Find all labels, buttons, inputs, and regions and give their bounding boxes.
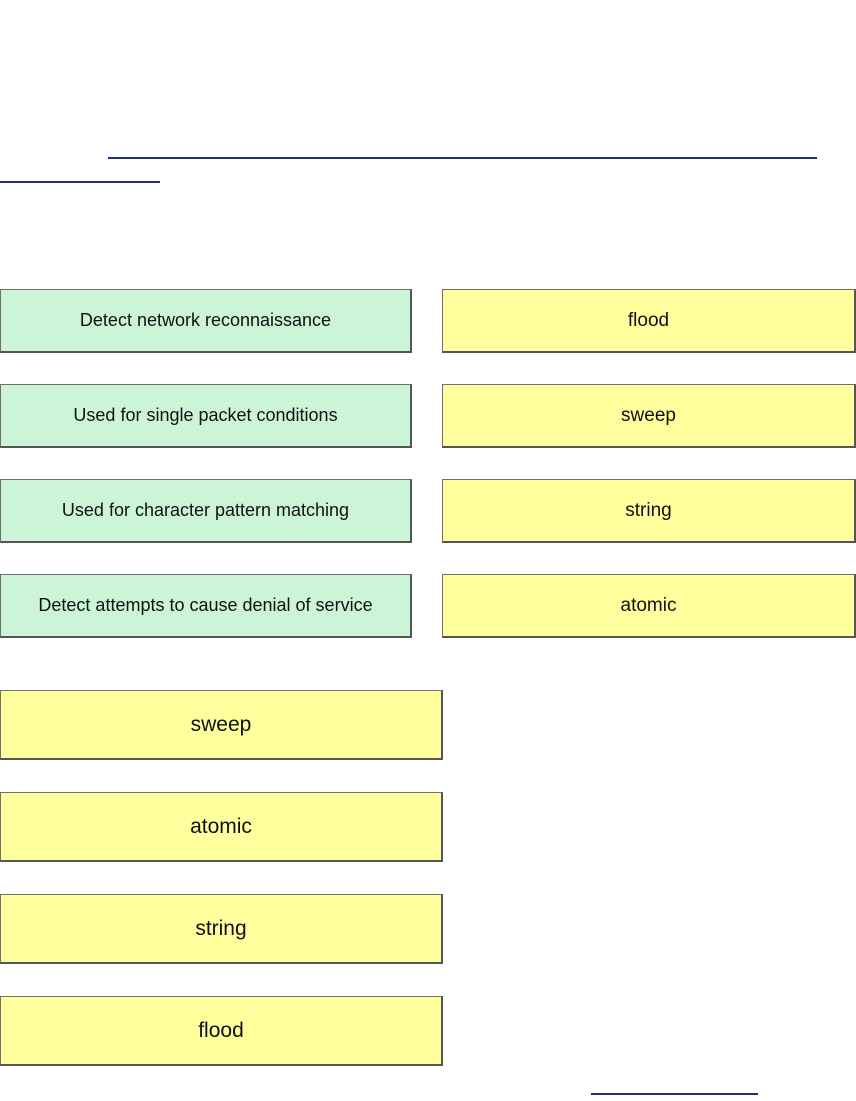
description-box[interactable]: Detect network reconnaissance: [0, 289, 412, 353]
description-box[interactable]: Used for character pattern matching: [0, 479, 412, 543]
answer-box[interactable]: atomic: [0, 792, 443, 862]
description-label: Used for single packet conditions: [73, 405, 338, 425]
description-box[interactable]: Used for single packet conditions: [0, 384, 412, 448]
term-box[interactable]: string: [442, 479, 856, 543]
bottom-link-underline[interactable]: [591, 1093, 758, 1095]
answer-label: flood: [198, 1018, 244, 1042]
top-link-underline[interactable]: [108, 157, 817, 159]
term-box[interactable]: atomic: [442, 574, 856, 638]
term-box[interactable]: sweep: [442, 384, 856, 448]
answer-box[interactable]: sweep: [0, 690, 443, 760]
description-label: Used for character pattern matching: [61, 500, 350, 520]
description-label: Detect attempts to cause denial of servi…: [38, 595, 373, 615]
term-label: atomic: [620, 594, 677, 616]
answer-box[interactable]: string: [0, 894, 443, 964]
top-link-underline-wrap[interactable]: [0, 181, 160, 183]
description-box[interactable]: Detect attempts to cause denial of servi…: [0, 574, 412, 638]
term-label: sweep: [621, 404, 676, 426]
term-box[interactable]: flood: [442, 289, 856, 353]
answer-box[interactable]: flood: [0, 996, 443, 1066]
answer-label: sweep: [190, 712, 252, 736]
answer-label: atomic: [190, 814, 252, 838]
answer-label: string: [195, 916, 247, 940]
term-label: string: [625, 499, 672, 521]
term-label: flood: [627, 309, 670, 331]
description-label: Detect network reconnaissance: [79, 310, 332, 330]
